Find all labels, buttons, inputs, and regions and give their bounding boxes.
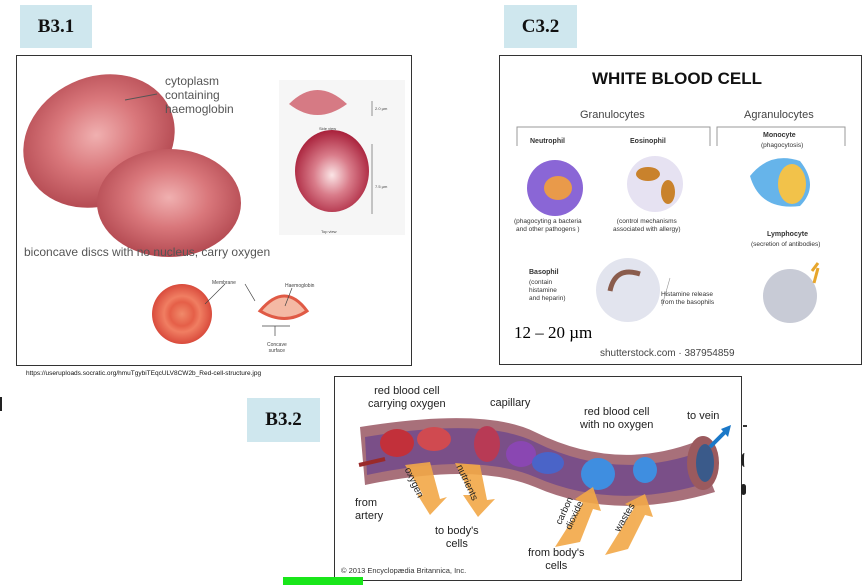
eosinophil-desc: (control mechanisms associated with alle… [613, 218, 681, 234]
rbc-oxygen-label: red blood cell carrying oxygen [368, 385, 446, 411]
red-blood-cell-figure: cytoplasm containing haemoglobin biconca… [16, 55, 412, 366]
left-edge-mark [0, 397, 2, 411]
side-view-label: Side view [319, 126, 337, 131]
copyright: © 2013 Encyclopædia Britannica, Inc. [341, 566, 467, 575]
agranulocytes-heading: Agranulocytes [744, 109, 814, 121]
watermark: shutterstock.com · 387954859 [600, 348, 735, 359]
wbc-title: WHITE BLOOD CELL [592, 69, 762, 88]
capillary-illustration [358, 418, 731, 555]
clipped-text-fragment [741, 484, 746, 495]
from-cells-label: from body's cells [528, 547, 585, 573]
side-measure: 2.0 µm [375, 106, 388, 111]
basophil-label: Basophil [529, 269, 559, 276]
rbc-caption: biconcave discs with no nucleus, carry o… [24, 245, 271, 259]
histamine-label: Histamine release from the basophils [661, 291, 715, 307]
monocyte-desc: (phagocytosis) [761, 142, 804, 149]
to-vein-label: to vein [687, 410, 720, 422]
source-url: https://useruploads.socratic.org/hmuTgyb… [26, 370, 262, 377]
neutrophil-label: Neutrophil [530, 138, 565, 145]
from-artery-label: from artery [355, 497, 384, 523]
eosinophil-label: Eosinophil [630, 138, 666, 145]
label-b32: B3.2 [247, 398, 320, 442]
haemoglobin-label: Haemoglobin [285, 283, 315, 289]
green-highlight-bar [283, 577, 363, 585]
label-c32: C3.2 [504, 5, 577, 48]
top-view-label: Top view [321, 229, 337, 234]
lymphocyte-desc: (secretion of antibodies) [751, 241, 821, 248]
clipped-text-fragment [741, 453, 748, 467]
top-measure: 7.5 µm [375, 184, 388, 189]
granulocytes-heading: Granulocytes [580, 109, 645, 121]
monocyte-label: Monocyte [763, 132, 796, 139]
rbc-no-oxygen-label: red blood cell with no oxygen [580, 406, 654, 432]
clipped-text-fragment [743, 425, 747, 427]
membrane-label: Membrane [212, 280, 236, 286]
wbc-illustration [516, 126, 846, 323]
white-blood-cell-figure: WHITE BLOOD CELL Granulocytes Agranulocy… [499, 55, 862, 365]
capillary-figure: red blood cell carrying oxygen capillary… [334, 376, 742, 581]
to-cells-label: to body's cells [435, 525, 479, 551]
rbc-illustration [23, 74, 405, 344]
label-b31: B3.1 [20, 5, 92, 48]
basophil-desc: (contain histamine and heparin) [529, 279, 566, 303]
concave-label: Concave surface [267, 342, 287, 354]
cytoplasm-label: cytoplasm containing haemoglobin [165, 74, 234, 116]
neutrophil-desc: (phagocyting a bacteria and other pathog… [514, 218, 582, 234]
lymphocyte-label: Lymphocyte [767, 231, 808, 238]
capillary-label: capillary [490, 397, 531, 409]
wbc-size: 12 – 20 µm [514, 323, 593, 342]
